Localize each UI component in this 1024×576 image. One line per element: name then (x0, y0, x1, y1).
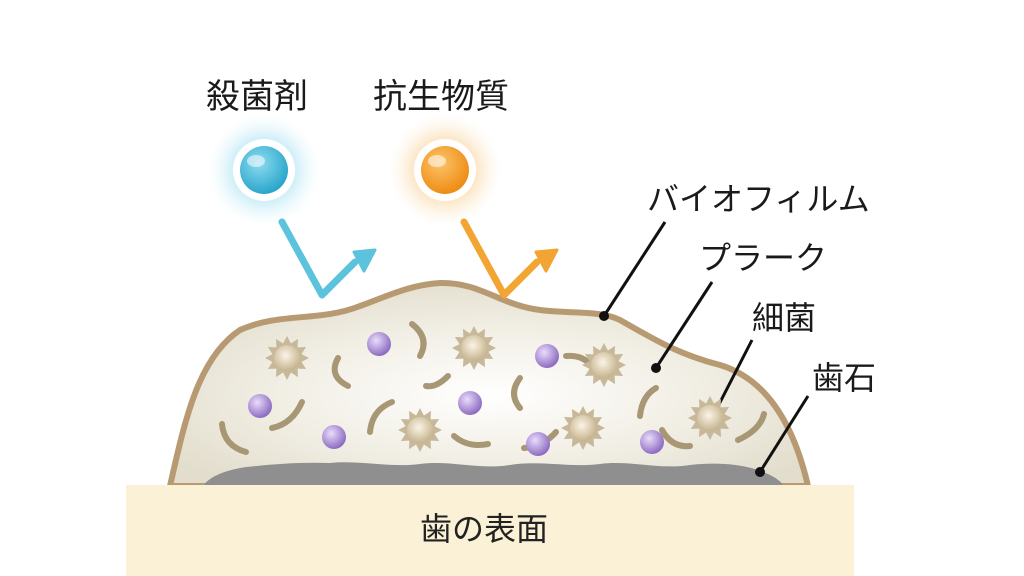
bacterium-round-icon (458, 391, 482, 415)
bacterium-rod-icon (637, 385, 659, 419)
bacterium-spiky-icon (452, 326, 496, 370)
bacterium-round-icon (367, 332, 391, 356)
bacterium-spiky-icon (688, 396, 732, 440)
biofilm-mound (167, 279, 811, 489)
rod-bacteria (219, 321, 767, 455)
bacterium-rod-icon (451, 433, 491, 448)
label-biofilm: バイオフィルム (647, 180, 870, 218)
bacterium-round-icon (526, 432, 550, 456)
bacterium-spiky-icon (398, 408, 442, 452)
label-tartar: 歯石 (812, 359, 877, 397)
bacterium-spiky-icon (561, 406, 605, 450)
round-bacteria (248, 332, 664, 456)
tartar-layer (203, 462, 784, 486)
bacterium-rod-icon (269, 399, 305, 431)
spiky-bacteria (265, 326, 732, 452)
bacterium-rod-icon (511, 375, 523, 411)
label-plaque: プラーク (699, 239, 828, 277)
bacterium-rod-icon (331, 355, 351, 389)
bacterium-rod-icon (423, 373, 451, 390)
bacterium-round-icon (640, 430, 664, 454)
tooth-surface-band (126, 485, 854, 576)
label-disinfectant: 殺菌剤 (206, 77, 308, 117)
bacterium-rod-icon (659, 427, 693, 450)
disinfectant-deflect-arrow-icon (278, 218, 377, 299)
bacterium-round-icon (248, 394, 272, 418)
bacterium-rod-icon (409, 321, 427, 359)
bacterium-rod-icon (367, 399, 395, 435)
label-tooth-surface: 歯の表面 (420, 510, 549, 548)
antibiotic-ball-icon (389, 114, 501, 226)
label-antibiotic: 抗生物質 (373, 77, 509, 117)
bacterium-spiky-icon (265, 336, 309, 380)
label-bacteria: 細菌 (752, 299, 817, 337)
disinfectant-ball-icon (208, 114, 320, 226)
bacterium-rod-icon (219, 421, 249, 455)
bacterium-spiky-icon (582, 343, 626, 387)
bacterium-round-icon (322, 425, 346, 449)
antibiotic-deflect-arrow-icon (460, 218, 559, 299)
bacterium-round-icon (535, 344, 559, 368)
bacterium-rod-icon (735, 411, 767, 443)
